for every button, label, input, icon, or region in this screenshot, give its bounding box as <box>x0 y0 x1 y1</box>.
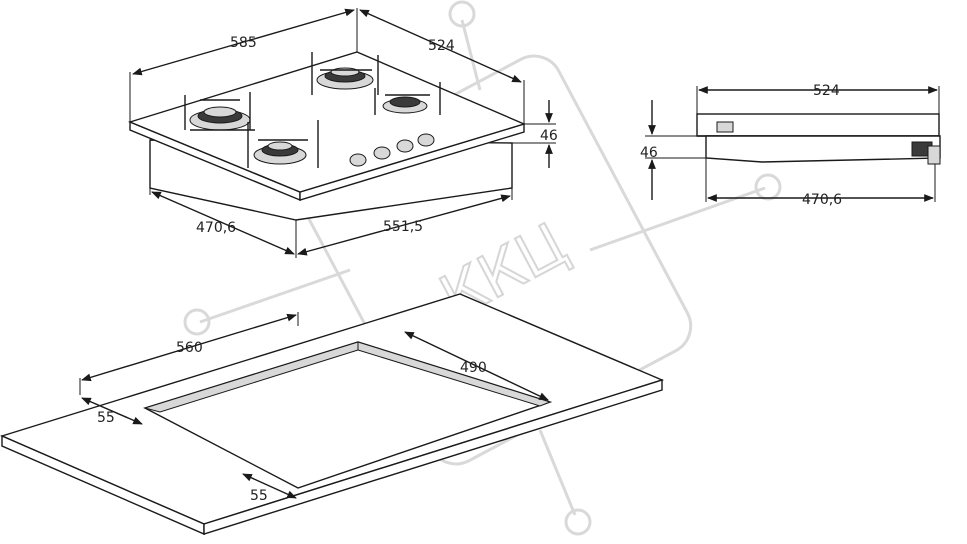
dim-top-height: 46 <box>540 128 558 144</box>
hob-isometric-view: 585 524 46 470,6 551,5 <box>127 8 558 258</box>
dim-top-width: 585 <box>230 35 257 51</box>
dim-bottom-depth: 551,5 <box>383 219 423 235</box>
control-knobs <box>349 133 435 167</box>
dim-side-bottom-width: 470,6 <box>802 192 842 208</box>
burner-rear-left <box>184 92 255 131</box>
burner-front-left <box>247 120 319 168</box>
dim-bottom-width: 470,6 <box>196 220 236 236</box>
burner-right <box>374 82 441 115</box>
worktop-cutout-view: 560 490 55 55 <box>0 293 665 536</box>
dim-top-depth: 524 <box>428 38 455 54</box>
dim-cutout-depth: 490 <box>460 360 487 376</box>
hob-side-view: 524 46 470,6 <box>640 83 941 208</box>
dim-side-height: 46 <box>640 145 658 161</box>
dim-side-top-width: 524 <box>813 83 840 99</box>
dim-cutout-margin-left: 55 <box>97 410 115 426</box>
dim-cutout-margin-front: 55 <box>250 488 268 504</box>
dim-cutout-width: 560 <box>176 340 203 356</box>
